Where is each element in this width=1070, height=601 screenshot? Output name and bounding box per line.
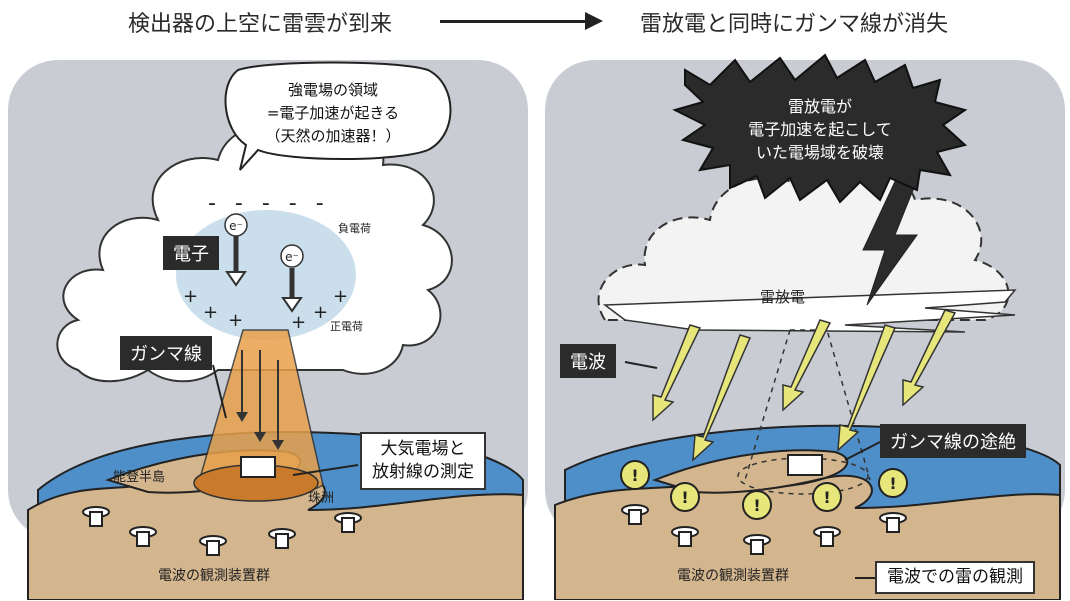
plus-1: + xyxy=(183,286,198,307)
electron-2 xyxy=(280,244,304,268)
radio-arrow-2 xyxy=(692,334,752,462)
right-sensor-3: ! xyxy=(742,490,772,555)
left-header-title: 検出器の上空に雷雲が到来 xyxy=(128,12,393,37)
peninsula-label: 能登半島 xyxy=(113,470,165,485)
radio-label-pointer xyxy=(624,361,658,369)
right-sensor-2: ! xyxy=(670,482,700,547)
negative-signs: - - - - - xyxy=(208,191,330,216)
electron-1 xyxy=(224,213,248,237)
gamma-arrow-3-head xyxy=(272,440,284,450)
detector-box xyxy=(240,456,276,478)
burst-line-3: いた電場域を破壊 xyxy=(756,143,884,162)
measurement-line-1: 大気電場と xyxy=(380,439,466,459)
right-sensors-label: 電波の観測装置群 xyxy=(677,567,789,584)
svg-text:!: ! xyxy=(823,488,830,507)
radio-wave-label: 電波 xyxy=(560,344,616,378)
left-sensor-5 xyxy=(334,512,362,533)
electron-label: 電子 xyxy=(163,236,219,270)
burst-line-1: 雷放電が xyxy=(788,97,852,116)
gamma-arrow-1-head xyxy=(236,412,248,422)
burst-bubble xyxy=(672,53,968,204)
city-label: 珠洲 xyxy=(308,491,334,506)
left-sensors-label: 電波の観測装置群 xyxy=(158,567,270,584)
plus-4: + xyxy=(291,312,306,333)
plus-6: + xyxy=(333,286,348,307)
svg-text:!: ! xyxy=(681,488,688,507)
positive-charge-label: 正電荷 xyxy=(330,320,363,333)
svg-text:!: ! xyxy=(889,474,896,493)
plus-2: + xyxy=(203,302,218,323)
gamma-label-pointer xyxy=(212,364,227,419)
radio-arrows xyxy=(652,309,957,462)
header-arrow xyxy=(440,20,590,23)
right-header-title: 雷放電と同時にガンマ線が消失 xyxy=(640,12,949,37)
gamma-label: ガンマ線 xyxy=(120,336,212,370)
electron-arrow-1-head xyxy=(225,271,247,287)
bubble-line-1: 強電場の領域 xyxy=(288,81,378,99)
radio-arrow-4 xyxy=(837,324,897,452)
gamma-cutoff-pointer xyxy=(844,441,881,461)
radio-arrow-1 xyxy=(652,324,702,422)
electron-field xyxy=(176,210,356,340)
gamma-cone-ghost xyxy=(744,329,871,481)
svg-text:!: ! xyxy=(753,496,760,515)
header-arrow-head xyxy=(585,12,603,30)
plus-5: + xyxy=(313,302,328,323)
left-speech-bubble xyxy=(224,61,452,171)
plus-3: + xyxy=(228,310,243,331)
left-sensor-4 xyxy=(268,528,296,549)
gamma-cutoff-label: ガンマ線の途絶 xyxy=(880,424,1026,458)
left-sensor-3 xyxy=(199,535,227,556)
right-panel: 雷放電が 電子加速を起こして いた電場域を破壊 ! ! ! ! ! 雷放電 電波… xyxy=(545,53,1065,600)
radio-arrow-3 xyxy=(782,319,832,412)
bubble-line-2: =電子加速が起きる xyxy=(267,104,399,122)
gamma-arrow-2-head xyxy=(254,432,266,442)
left-sensor-1 xyxy=(82,506,110,527)
svg-text:!: ! xyxy=(631,466,638,485)
discharge-label: 雷放電 xyxy=(760,288,805,306)
electron-2-symbol: e⁻ xyxy=(285,250,299,264)
measurement-label: 大気電場と 放射線の測定 xyxy=(360,432,486,490)
right-detector-box xyxy=(787,454,823,476)
measurement-label-pointer xyxy=(292,464,359,476)
observation-label: 電波での雷の観測 xyxy=(875,561,1035,594)
right-sensor-1: ! xyxy=(620,460,650,525)
radio-arrow-5 xyxy=(902,309,957,407)
left-panel: e⁻ e⁻ - - - - - + + + + + + 負電荷 正電荷 強電場の… xyxy=(8,60,528,600)
bubble-line-3: （天然の加速器！） xyxy=(265,127,400,145)
negative-charge-label: 負電荷 xyxy=(338,222,371,235)
electron-1-symbol: e⁻ xyxy=(229,219,243,233)
right-sensor-4: ! xyxy=(812,482,842,547)
burst-line-2: 電子加速を起こして xyxy=(748,120,892,139)
right-sensor-5: ! xyxy=(878,468,908,533)
measurement-line-2: 放射線の測定 xyxy=(372,461,474,482)
discharge-streaks xyxy=(602,289,1017,333)
left-sensor-2 xyxy=(129,526,157,547)
electron-arrow-2-head xyxy=(281,297,303,313)
